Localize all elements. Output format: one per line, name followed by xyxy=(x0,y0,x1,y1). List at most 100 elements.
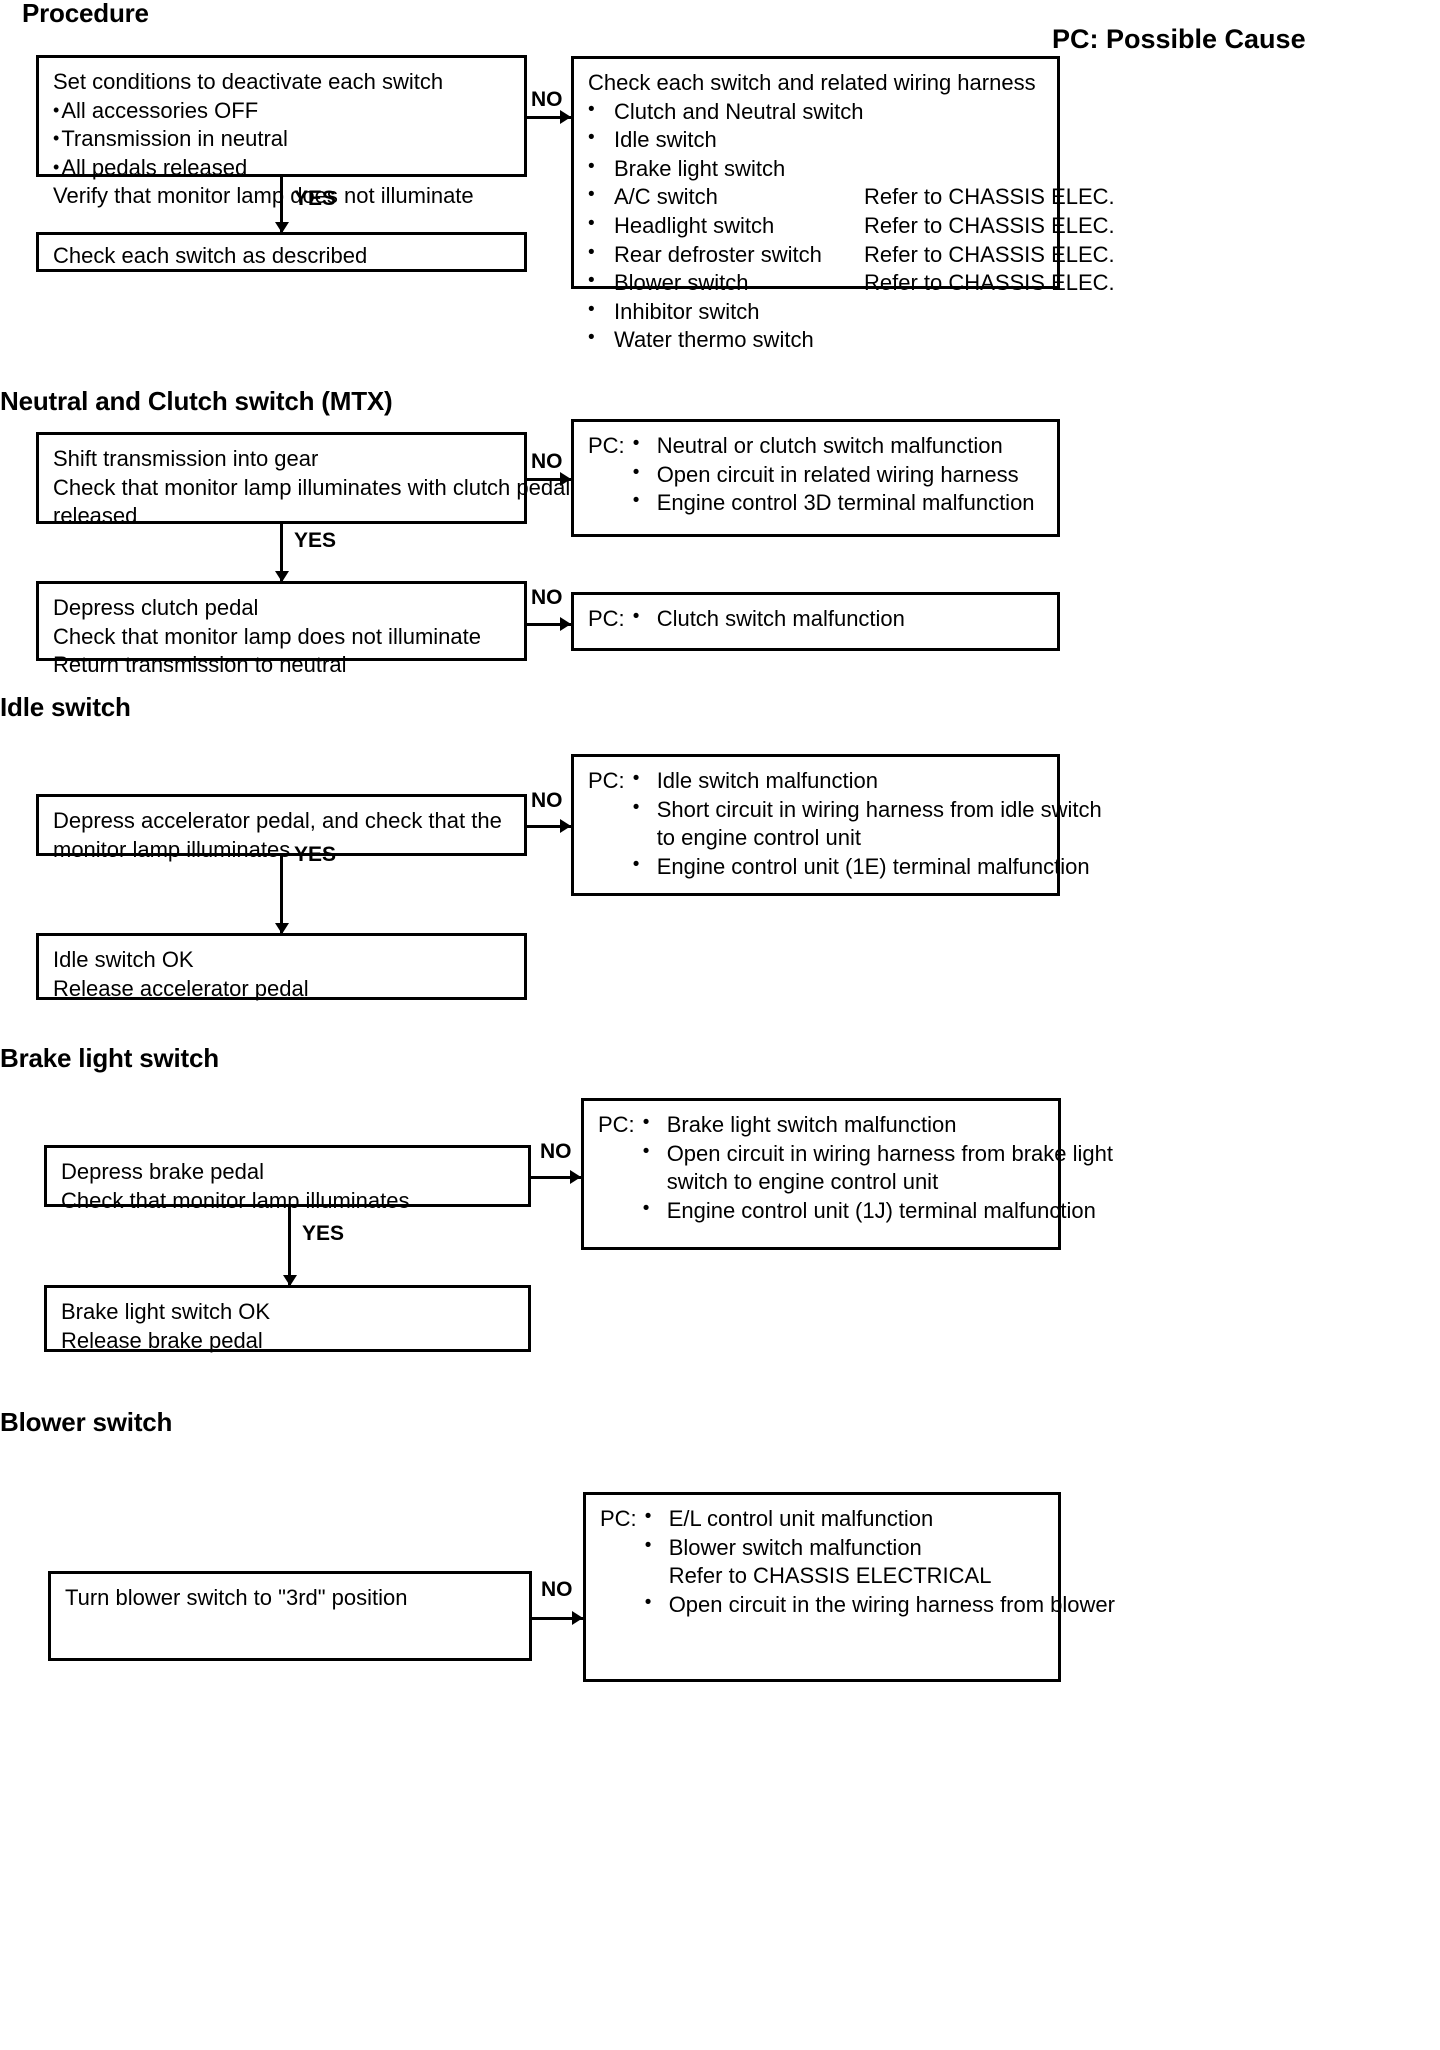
procedure-cause-item-name: Idle switch xyxy=(614,127,717,153)
cause-item-text: Open circuit in related wiring harness xyxy=(656,461,1019,487)
cause-item-text: Neutral or clutch switch malfunction xyxy=(656,433,1003,458)
bullet-icon: • xyxy=(588,327,595,349)
bullet-icon: • xyxy=(632,490,640,512)
cause-item-text: Open circuit in the wiring harness from … xyxy=(668,1591,1115,1617)
idle-switch-yes-connector xyxy=(280,856,283,933)
procedure-step-2-box: Check each switch as described xyxy=(36,232,527,272)
idle-switch-yes-arrow-icon xyxy=(275,923,289,934)
bullet-icon: • xyxy=(632,853,640,875)
procedure-yes-arrow-icon xyxy=(275,222,289,233)
bullet-icon: • xyxy=(644,1506,652,1527)
cause-item-text: Engine control unit (1E) terminal malfun… xyxy=(656,853,1090,879)
cause-item: •Neutral or clutch switch malfunction xyxy=(633,432,1043,461)
neutral-clutch-yes-connector xyxy=(280,524,283,581)
neutral-clutch-step-1-line-2: Check that monitor lamp illuminates with… xyxy=(53,474,571,500)
procedure-cause-item-name: Water thermo switch xyxy=(614,327,814,353)
procedure-cause-heading: Check each switch and related wiring har… xyxy=(588,70,1036,95)
cause-item-continuation: switch to engine control unit xyxy=(666,1169,939,1195)
procedure-cause-item: • Water thermo switch xyxy=(588,326,1043,355)
brake-light-edge-label-yes: YES xyxy=(302,1222,345,1245)
brake-light-edge-label-no: NO xyxy=(540,1140,572,1163)
neutral-clutch-cause-box-1: PC: •Neutral or clutch switch malfunctio… xyxy=(571,419,1060,537)
blower-switch-cause-box: PC: •E/L control unit malfunction •Blowe… xyxy=(583,1492,1115,1682)
procedure-cause-item-name: Headlight switch xyxy=(614,212,775,238)
cause-item: •E/L control unit malfunction xyxy=(645,1505,1115,1534)
bullet-icon: • xyxy=(644,1591,652,1613)
idle-switch-step-2-box: Idle switch OK Release accelerator pedal xyxy=(36,933,527,1001)
procedure-cause-item-name: A/C switch xyxy=(614,184,718,210)
bullet-icon: • xyxy=(588,155,595,177)
bullet-icon: • xyxy=(632,606,640,627)
procedure-step-2-line-1: Check each switch as described xyxy=(53,243,368,268)
neutral-clutch-step-1-box: Shift transmission into gear Check that … xyxy=(36,432,571,528)
section-title-neutral-clutch-switch: Neutral and Clutch switch (MTX) xyxy=(0,386,393,416)
bullet-icon: • xyxy=(632,796,640,818)
brake-light-no-arrow-icon xyxy=(570,1170,581,1184)
cause-item: • Clutch switch malfunction xyxy=(633,605,1043,634)
cause-item-text: Idle switch malfunction xyxy=(656,768,879,793)
idle-switch-step-1-box: Depress accelerator pedal, and check tha… xyxy=(36,794,527,862)
procedure-cause-item: •Clutch and Neutral switch xyxy=(588,98,1043,127)
neutral-clutch-no-connector-1 xyxy=(527,478,571,481)
cause-item: • Open circuit in the wiring harness from… xyxy=(645,1591,1115,1620)
neutral-clutch-step-2-box: Depress clutch pedal Check that monitor … xyxy=(36,581,527,677)
pc-label: PC: xyxy=(588,606,625,631)
procedure-yes-connector xyxy=(280,177,283,232)
procedure-cause-box: Check each switch and related wiring har… xyxy=(571,56,1115,352)
cause-item-text: Clutch switch malfunction xyxy=(656,606,905,631)
bullet-icon: • xyxy=(588,298,595,320)
brake-light-no-connector xyxy=(531,1176,581,1179)
idle-switch-cause-box: PC: •Idle switch malfunction •Short circ… xyxy=(571,754,1102,896)
bullet-icon: • xyxy=(588,270,595,292)
cause-item: • Open circuit in related wiring harness xyxy=(633,461,1043,490)
section-title-idle-switch: Idle switch xyxy=(0,692,131,722)
neutral-clutch-step-1-line-3: released xyxy=(53,503,138,529)
bullet-icon: • xyxy=(632,461,640,483)
cause-item: •Blower switch malfunction xyxy=(645,1534,1115,1563)
procedure-cause-item: •Inhibitor switch xyxy=(588,298,1043,327)
procedure-no-connector xyxy=(527,116,571,119)
procedure-cause-item-name: Brake light switch xyxy=(614,155,786,181)
procedure-step-1-bullet-3: All pedals released xyxy=(53,154,510,183)
idle-switch-step-1-line-2: monitor lamp illuminates xyxy=(53,836,291,862)
neutral-clutch-step-1-line-1: Shift transmission into gear xyxy=(53,446,319,471)
neutral-clutch-no-connector-2 xyxy=(527,623,571,626)
cause-item: •Engine control unit (1J) terminal malfu… xyxy=(643,1197,1113,1226)
cause-item-continuation: to engine control unit xyxy=(656,825,861,851)
idle-switch-no-arrow-icon xyxy=(560,819,571,833)
idle-switch-no-connector xyxy=(527,825,571,828)
procedure-step-1-box: Set conditions to deactivate each switch… xyxy=(36,55,527,208)
blower-switch-step-1-line-1: Turn blower switch to "3rd" position xyxy=(65,1585,408,1610)
bullet-icon: • xyxy=(588,184,595,206)
brake-light-cause-box: PC: •Brake light switch malfunction •Ope… xyxy=(581,1098,1113,1250)
cause-item: •Idle switch malfunction xyxy=(633,767,1102,796)
bullet-icon: • xyxy=(642,1197,650,1219)
procedure-step-1-line-1: Set conditions to deactivate each switch xyxy=(53,69,444,94)
idle-switch-step-2-line-2: Release accelerator pedal xyxy=(53,975,309,1001)
blower-switch-no-connector xyxy=(532,1617,583,1620)
cause-item: • Brake light switch malfunction xyxy=(643,1111,1113,1140)
bullet-icon: • xyxy=(588,98,595,120)
procedure-cause-item-ref: Refer to CHASSIS ELEC. xyxy=(864,241,1115,267)
cause-item-note: Refer to CHASSIS ELECTRICAL xyxy=(668,1563,992,1589)
neutral-clutch-yes-arrow-icon xyxy=(275,571,289,582)
neutral-clutch-edge-label-no-1: NO xyxy=(531,450,563,473)
procedure-cause-item: •Idle switch xyxy=(588,126,1043,155)
brake-light-yes-connector xyxy=(288,1207,291,1285)
pc-label: PC: xyxy=(598,1112,635,1137)
idle-switch-edge-label-no: NO xyxy=(531,789,563,812)
cause-item-text: Brake light switch malfunction xyxy=(666,1112,957,1137)
pc-label: PC: xyxy=(600,1506,637,1531)
blower-switch-step-1-box: Turn blower switch to "3rd" position xyxy=(48,1571,532,1661)
section-title-blower-switch: Blower switch xyxy=(0,1407,173,1437)
brake-light-step-2-line-2: Release brake pedal xyxy=(61,1327,263,1353)
neutral-clutch-step-2-line-2: Check that monitor lamp does not illumin… xyxy=(53,623,481,649)
procedure-edge-label-yes: YES xyxy=(294,187,337,210)
idle-switch-step-2-line-1: Idle switch OK xyxy=(53,947,194,972)
bullet-icon: • xyxy=(642,1112,650,1133)
neutral-clutch-step-2-line-3: Return transmission to neutral xyxy=(53,652,347,678)
cause-item-text: Short circuit in wiring harness from idl… xyxy=(656,796,1102,822)
